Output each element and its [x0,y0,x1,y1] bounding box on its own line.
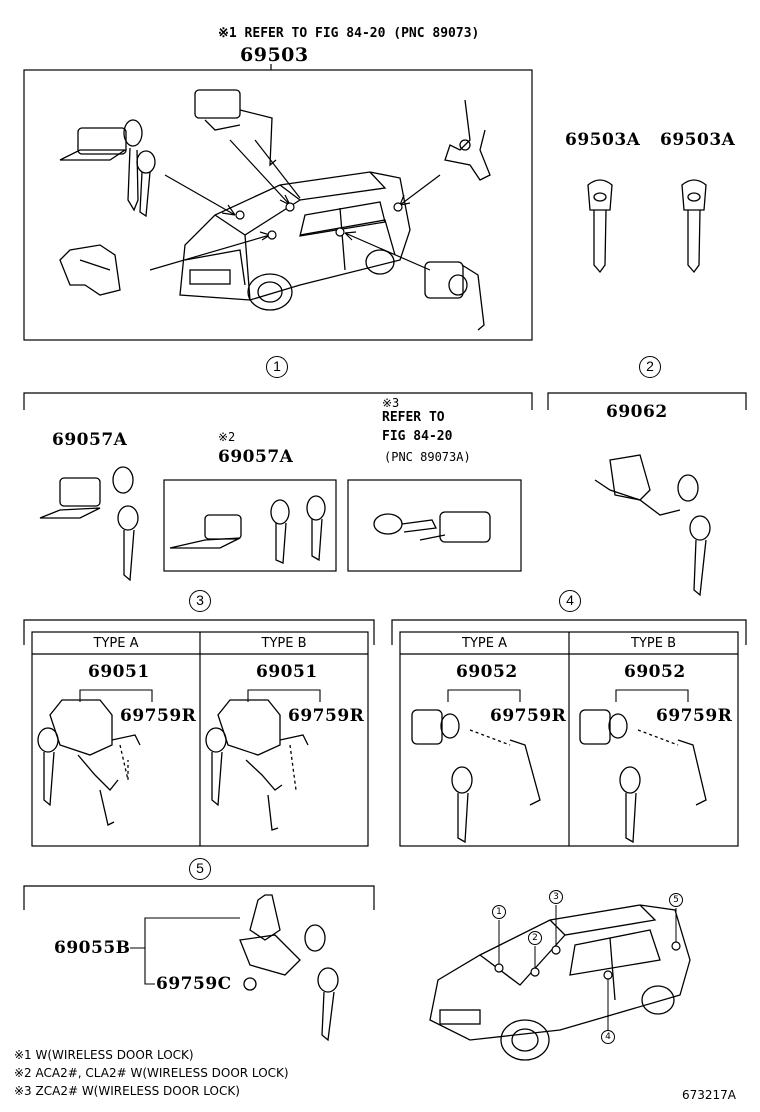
section1-mid-frame [163,479,337,572]
section3-sub-b[interactable]: 69759R [288,706,365,726]
bracket-3 [23,619,375,645]
key-right-2 [681,179,707,274]
section4-type-b-label: TYPE B [631,636,676,651]
refer-note-top: ※1 REFER TO FIG 84-20 (PNC 89073) [218,26,480,41]
bracket-4 [391,619,747,645]
section1-refer-line3: (PNC 89073A) [384,450,471,464]
section1-refer-line1: REFER TO [382,410,445,425]
section4-sub-a[interactable]: 69759R [490,706,567,726]
section4-type-a-label: TYPE A [462,636,507,651]
locator-label-4: 4 [601,1030,615,1044]
section3-typeA-sketch [37,699,141,826]
main-part-number[interactable]: 69503 [240,44,309,66]
group-marker-5: 5 [189,858,211,880]
vehicle-illustration-locator [429,904,691,1061]
section3-sub-a[interactable]: 69759R [120,706,197,726]
locator-label-2: 2 [528,931,542,945]
section4-typeA-sketch [411,709,541,844]
cylinder-sketch-4 [59,244,121,296]
cylinder-sketch-3 [444,99,491,181]
cylinder-sketch-5 [424,261,485,331]
footnote-2: ※2 ACA2#, CLA2# W(WIRELESS DOOR LOCK) [14,1066,289,1080]
locator-label-3: 3 [549,890,563,904]
locator-label-1: 1 [492,905,506,919]
section5-part-sub[interactable]: 69759C [156,974,232,994]
vehicle-illustration-top [179,171,411,311]
footnote-3: ※3 ZCA2# W(WIRELESS DOOR LOCK) [14,1084,240,1098]
bracket-1 [23,392,533,410]
section1-mark2: ※2 [218,430,236,444]
section4-part-a[interactable]: 69052 [456,662,518,682]
cylinder-sketch-1 [59,119,156,218]
section3-type-b-label: TYPE B [261,636,307,651]
group-marker-1: 1 [266,356,288,378]
section5-sketch [239,894,339,1042]
section1-refer-line2: FIG 84-20 [382,429,453,444]
locator-points [494,941,681,980]
footnote-1: ※1 W(WIRELESS DOOR LOCK) [14,1048,194,1062]
section4-typeB-sketch [579,709,707,844]
group-marker-4: 4 [559,590,581,612]
group-marker-3: 3 [189,590,211,612]
section1-mid-sketch [169,495,326,564]
section3-part-b[interactable]: 69051 [256,662,318,682]
key-part-number-b[interactable]: 69503A [660,130,736,150]
section1-part-mid[interactable]: 69057A [218,447,294,467]
section1-left-sketch [39,466,139,582]
section3-type-a-label: TYPE A [93,636,139,651]
group-marker-2: 2 [639,356,661,378]
section1-right-sketch [373,511,491,543]
bracket-5 [23,885,375,910]
section5-leaders [130,917,240,985]
section3-part-a[interactable]: 69051 [88,662,150,682]
key-part-number-a[interactable]: 69503A [565,130,641,150]
section4-sub-b[interactable]: 69759R [656,706,733,726]
key-right-1 [587,179,613,274]
section1-part-left[interactable]: 69057A [52,430,128,450]
catalog-number: 673217A [682,1088,737,1102]
section5-part-main[interactable]: 69055B [54,938,131,958]
section1-mark3: ※3 [382,396,400,410]
cylinder-sketch-2 [194,89,277,167]
section2-sketch [594,454,711,597]
section2-part[interactable]: 69062 [606,402,668,422]
section3-typeB-sketch [205,699,309,831]
main-set-frame [23,69,533,341]
section1-right-frame [347,479,522,572]
locator-label-5: 5 [669,893,683,907]
leader-lines [79,689,689,702]
section4-part-b[interactable]: 69052 [624,662,686,682]
bracket-2 [547,392,747,410]
